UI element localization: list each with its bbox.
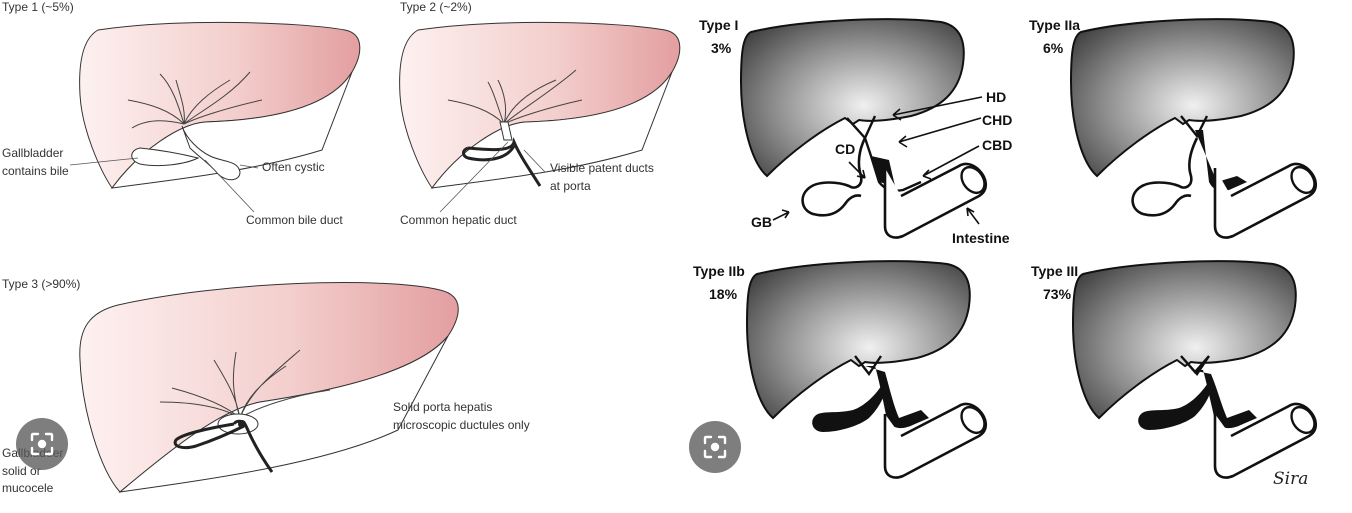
cd-label: CD	[835, 141, 855, 157]
hd-label: HD	[986, 89, 1006, 105]
right-diagram: Type I 3% Type IIa 6% Type IIb 18% Type …	[693, 17, 1318, 489]
artist-signature: Sira	[1273, 469, 1308, 489]
type-iib-diagram	[746, 260, 988, 479]
common-hepatic-duct-label: Common hepatic duct	[400, 213, 517, 227]
visible-ducts-label-1: Visible patent ducts	[550, 161, 654, 175]
type2-title: Type 2 (~2%)	[400, 0, 472, 14]
type-i-diagram	[740, 18, 988, 239]
gallbladder-bile-label-2: contains bile	[2, 164, 69, 178]
often-cystic-label: Often cystic	[262, 160, 325, 174]
type-iib-percent: 18%	[709, 286, 738, 302]
type-iia-percent: 6%	[1043, 40, 1064, 56]
visible-ducts-label-2: at porta	[550, 179, 591, 193]
type-iii-diagram	[1072, 260, 1318, 479]
solid-porta-label-2: microscopic ductules only	[393, 418, 530, 432]
visual-search-icon	[703, 435, 727, 459]
left-diagram: Type 1 (~5%) Type 2 (~2%) Type 3 (>90%) …	[2, 0, 681, 495]
gallbladder-bile-label-1: Gallbladder	[2, 146, 63, 160]
type-iii-title: Type III	[1031, 263, 1078, 279]
type-iia-diagram	[1070, 18, 1318, 239]
solid-porta-label-1: Solid porta hepatis	[393, 400, 492, 414]
type1-title: Type 1 (~5%)	[2, 0, 74, 14]
visual-search-button-left[interactable]	[16, 418, 68, 470]
type-iib-title: Type IIb	[693, 263, 745, 279]
visual-search-icon	[30, 432, 54, 456]
common-bile-duct-label: Common bile duct	[246, 213, 343, 227]
gb-label: GB	[751, 214, 772, 230]
type-iia-title: Type IIa	[1029, 17, 1080, 33]
type1-liver	[69, 21, 361, 213]
type-iii-percent: 73%	[1043, 286, 1072, 302]
right-figure-panel: Type I 3% Type IIa 6% Type IIb 18% Type …	[689, 0, 1352, 513]
type3-title: Type 3 (>90%)	[2, 277, 80, 291]
visual-search-button-right[interactable]	[689, 421, 741, 473]
intestine-label: Intestine	[952, 230, 1010, 246]
gb-solid-label-3: mucocele	[2, 481, 54, 495]
type3-liver	[79, 282, 459, 493]
type2-liver	[399, 21, 681, 213]
type-i-percent: 3%	[711, 40, 732, 56]
cbd-label: CBD	[982, 137, 1012, 153]
chd-label: CHD	[982, 112, 1012, 128]
type-i-title: Type I	[699, 17, 738, 33]
left-figure-panel: Type 1 (~5%) Type 2 (~2%) Type 3 (>90%) …	[2, 0, 681, 495]
